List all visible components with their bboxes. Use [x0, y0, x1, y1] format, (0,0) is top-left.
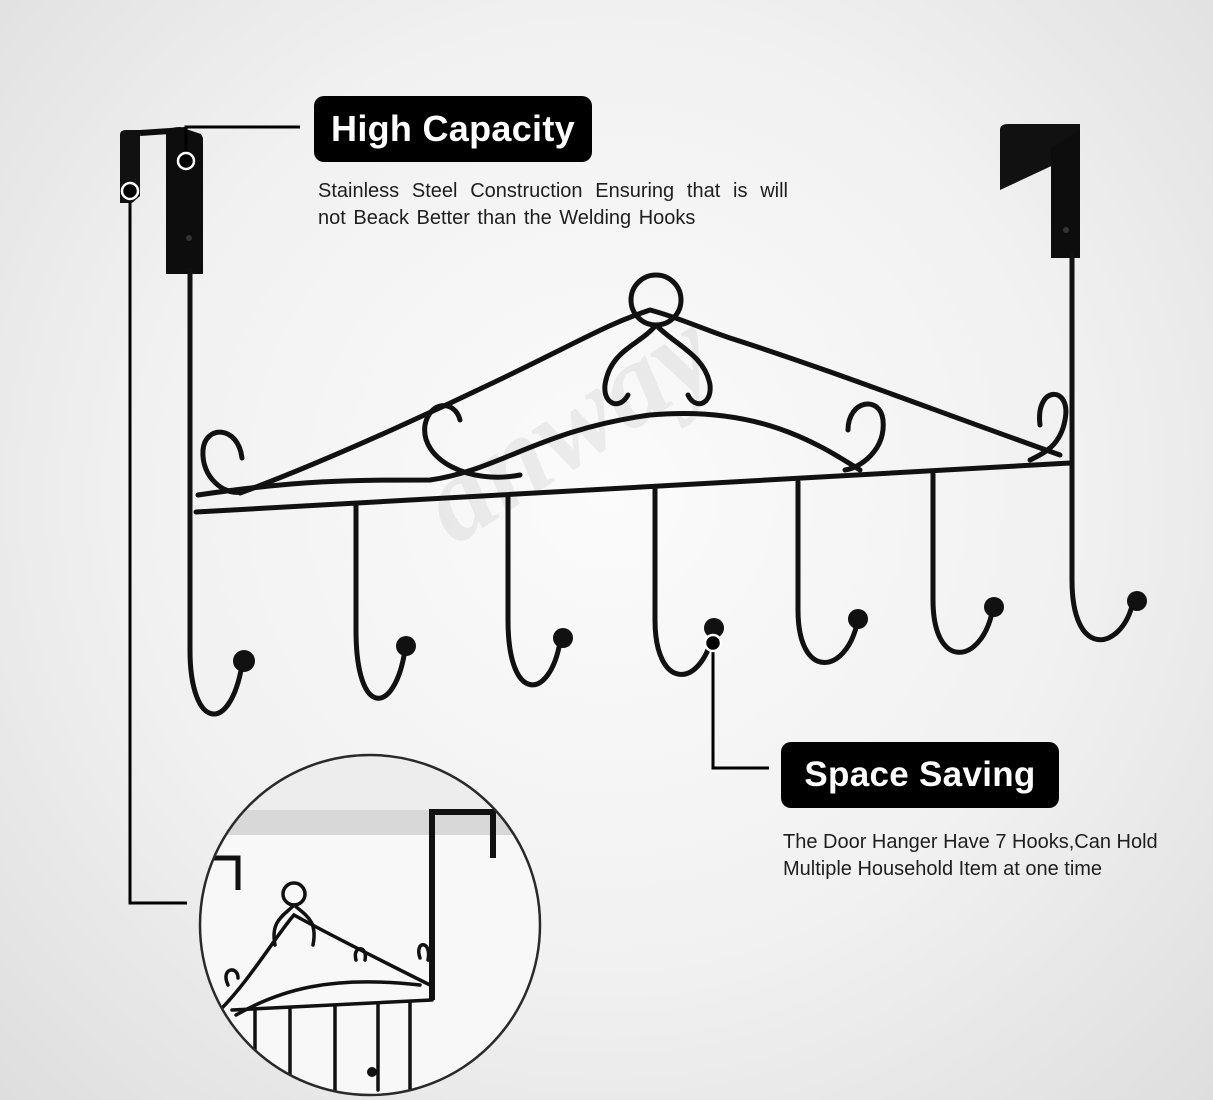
hook-2	[353, 502, 416, 701]
wire-rack	[187, 252, 1075, 643]
door-clip-right	[1000, 124, 1080, 258]
hook-1	[187, 597, 255, 717]
space-saving-description: The Door Hanger Have 7 Hooks,Can Hold Mu…	[783, 831, 1158, 880]
space-saving-title: Space Saving	[781, 742, 1059, 808]
high-capacity-description: Stainless Steel Construction Ensuring th…	[318, 180, 788, 229]
hook-3	[505, 493, 573, 688]
hook-4	[652, 485, 724, 677]
hook-5	[795, 479, 868, 665]
callout-dots	[120, 151, 723, 653]
hook-6	[930, 471, 1004, 655]
inset-detail-photo	[198, 753, 542, 1097]
hooks	[187, 467, 1147, 717]
hook-7	[1069, 467, 1147, 642]
callout-leader-lines	[128, 125, 769, 905]
high-capacity-title: High Capacity	[314, 96, 592, 162]
door-clip-left-front	[139, 127, 203, 274]
